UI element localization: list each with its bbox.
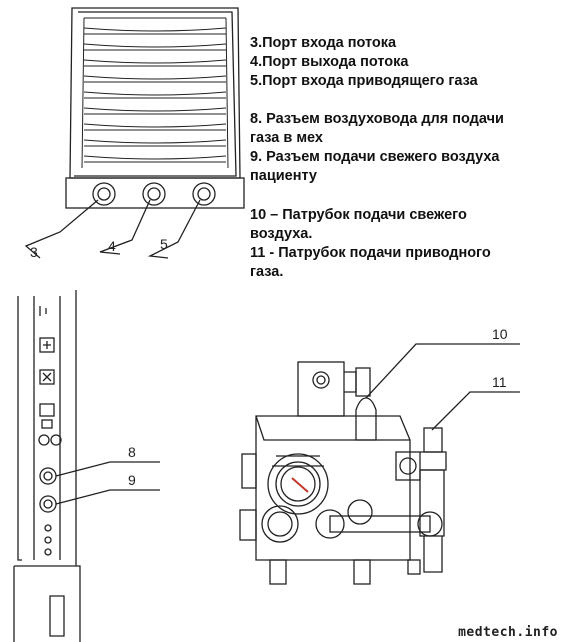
- callout-9: 9: [128, 472, 136, 488]
- legend-item-9-line2: пациенту: [250, 168, 317, 184]
- watermark: medtech.info: [458, 625, 558, 640]
- legend-item-5: 5.Порт входа приводящего газа: [250, 73, 478, 89]
- callout-11: 11: [492, 374, 507, 390]
- legend-item-11-line1: 11 - Патрубок подачи приводного: [250, 245, 491, 261]
- callout-4: 4: [108, 238, 116, 254]
- legend-item-8-line2: газа в мех: [250, 130, 323, 146]
- side-panel: [13, 290, 160, 642]
- callout-5: 5: [160, 236, 168, 252]
- legend-item-9-line1: 9. Разъем подачи свежего воздуха: [250, 149, 500, 165]
- callout-8: 8: [128, 444, 136, 460]
- callout-3: 3: [30, 244, 38, 260]
- legend-item-8-line1: 8. Разъем воздуховода для подачи: [250, 111, 504, 127]
- legend-item-10-line2: воздуха.: [250, 226, 313, 242]
- callout-10: 10: [492, 326, 508, 342]
- legend-item-3: 3.Порт входа потока: [250, 35, 397, 51]
- legend-item-11-line2: газа.: [250, 264, 284, 280]
- legend-item-10-line1: 10 – Патрубок подачи свежего: [250, 207, 467, 223]
- valve-block: [239, 343, 520, 585]
- bellows-assembly: [24, 7, 245, 259]
- legend-item-4: 4.Порт выхода потока: [250, 54, 409, 70]
